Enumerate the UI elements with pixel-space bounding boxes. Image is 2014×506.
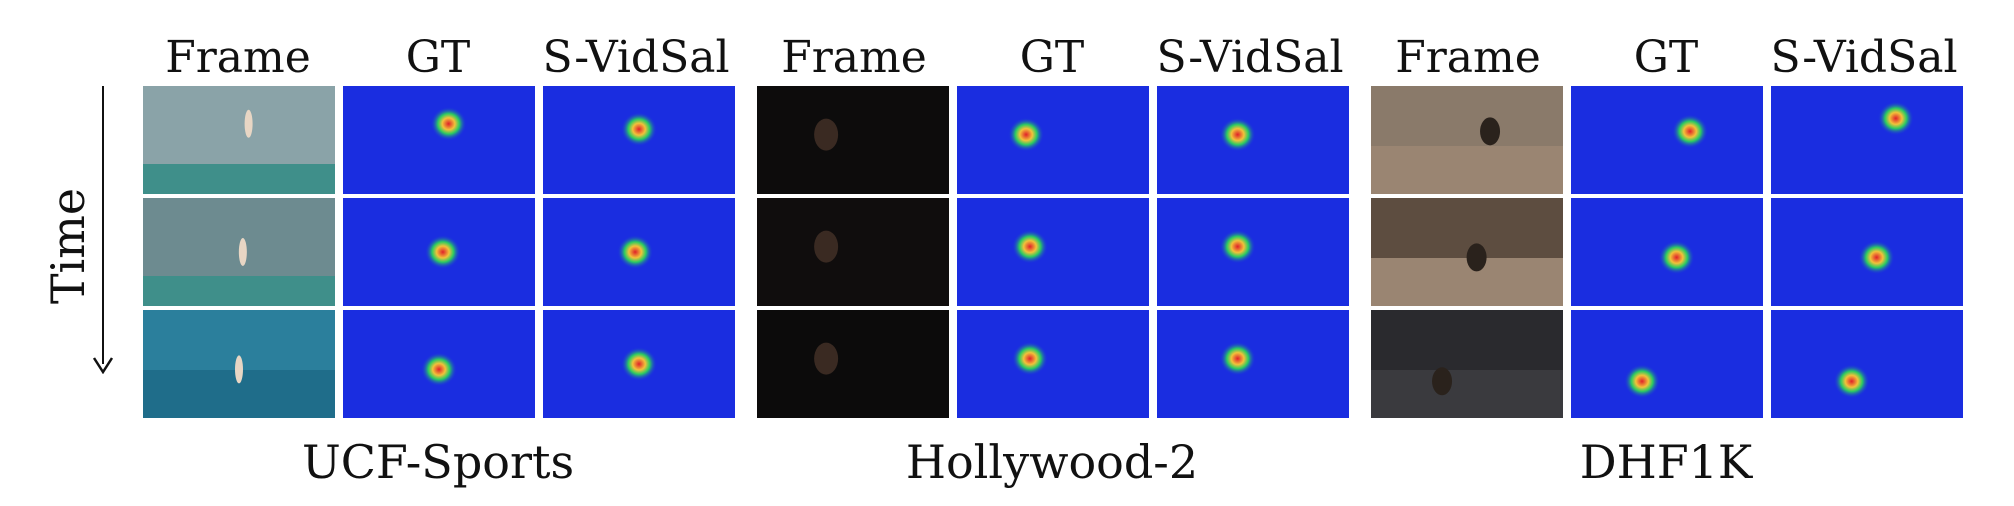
dataset-label-dhf1k: DHF1K — [1579, 435, 1753, 489]
ground-truth-saliency-map — [957, 198, 1149, 306]
predicted-saliency-map — [543, 198, 735, 306]
ground-truth-saliency-map — [343, 86, 535, 194]
video-frame-thumbnail — [757, 198, 949, 306]
ground-truth-saliency-map — [1571, 310, 1763, 418]
video-frame-thumbnail — [757, 86, 949, 194]
column-header-frame: Frame — [165, 32, 311, 83]
video-frame-thumbnail — [1371, 86, 1563, 194]
column-header-frame: Frame — [1395, 32, 1541, 83]
predicted-saliency-map — [1771, 310, 1963, 418]
predicted-saliency-map — [1157, 86, 1349, 194]
ground-truth-saliency-map — [957, 86, 1149, 194]
column-header-gt: GT — [1633, 32, 1699, 83]
predicted-saliency-map — [543, 86, 735, 194]
ground-truth-saliency-map — [957, 310, 1149, 418]
predicted-saliency-map — [1771, 198, 1963, 306]
column-header-model: S-VidSal — [542, 32, 730, 83]
column-header-gt: GT — [1019, 32, 1085, 83]
ground-truth-saliency-map — [343, 198, 535, 306]
ground-truth-saliency-map — [1571, 198, 1763, 306]
column-header-model: S-VidSal — [1156, 32, 1344, 83]
ground-truth-saliency-map — [343, 310, 535, 418]
video-frame-thumbnail — [757, 310, 949, 418]
predicted-saliency-map — [543, 310, 735, 418]
ground-truth-saliency-map — [1571, 86, 1763, 194]
predicted-saliency-map — [1771, 86, 1963, 194]
video-frame-thumbnail — [143, 198, 335, 306]
dataset-label-hollywood-2: Hollywood-2 — [905, 435, 1199, 489]
video-frame-thumbnail — [143, 86, 335, 194]
time-arrow-shaft — [102, 86, 104, 364]
time-axis-label: Time — [41, 187, 95, 305]
predicted-saliency-map — [1157, 310, 1349, 418]
column-header-model: S-VidSal — [1770, 32, 1958, 83]
predicted-saliency-map — [1157, 198, 1349, 306]
video-frame-thumbnail — [1371, 310, 1563, 418]
column-header-gt: GT — [405, 32, 471, 83]
time-axis: Time — [28, 86, 114, 376]
column-header-frame: Frame — [781, 32, 927, 83]
video-frame-thumbnail — [1371, 198, 1563, 306]
dataset-label-ucf-sports: UCF-Sports — [301, 435, 575, 489]
video-frame-thumbnail — [143, 310, 335, 418]
down-arrow-icon — [92, 357, 114, 374]
